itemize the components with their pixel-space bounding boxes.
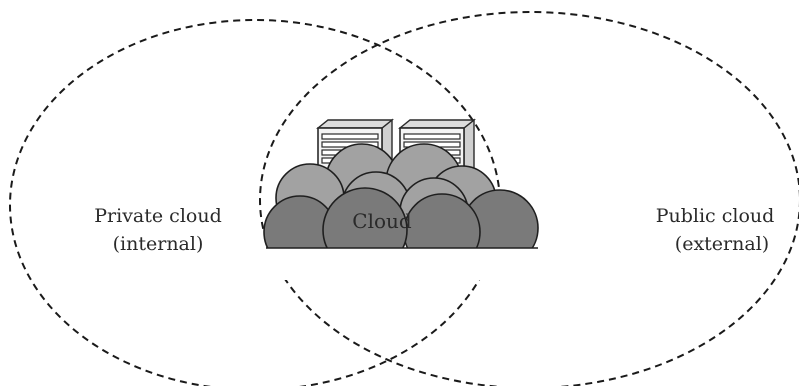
public-cloud-boundary bbox=[259, 11, 799, 386]
private-cloud-label: Private cloud bbox=[94, 205, 221, 227]
private-cloud-sublabel: (internal) bbox=[113, 233, 204, 255]
cloud-label: Cloud bbox=[352, 209, 412, 233]
public-cloud-sublabel: (external) bbox=[675, 233, 769, 255]
cloud-icon bbox=[262, 143, 542, 280]
public-cloud-label: Public cloud bbox=[656, 205, 775, 227]
